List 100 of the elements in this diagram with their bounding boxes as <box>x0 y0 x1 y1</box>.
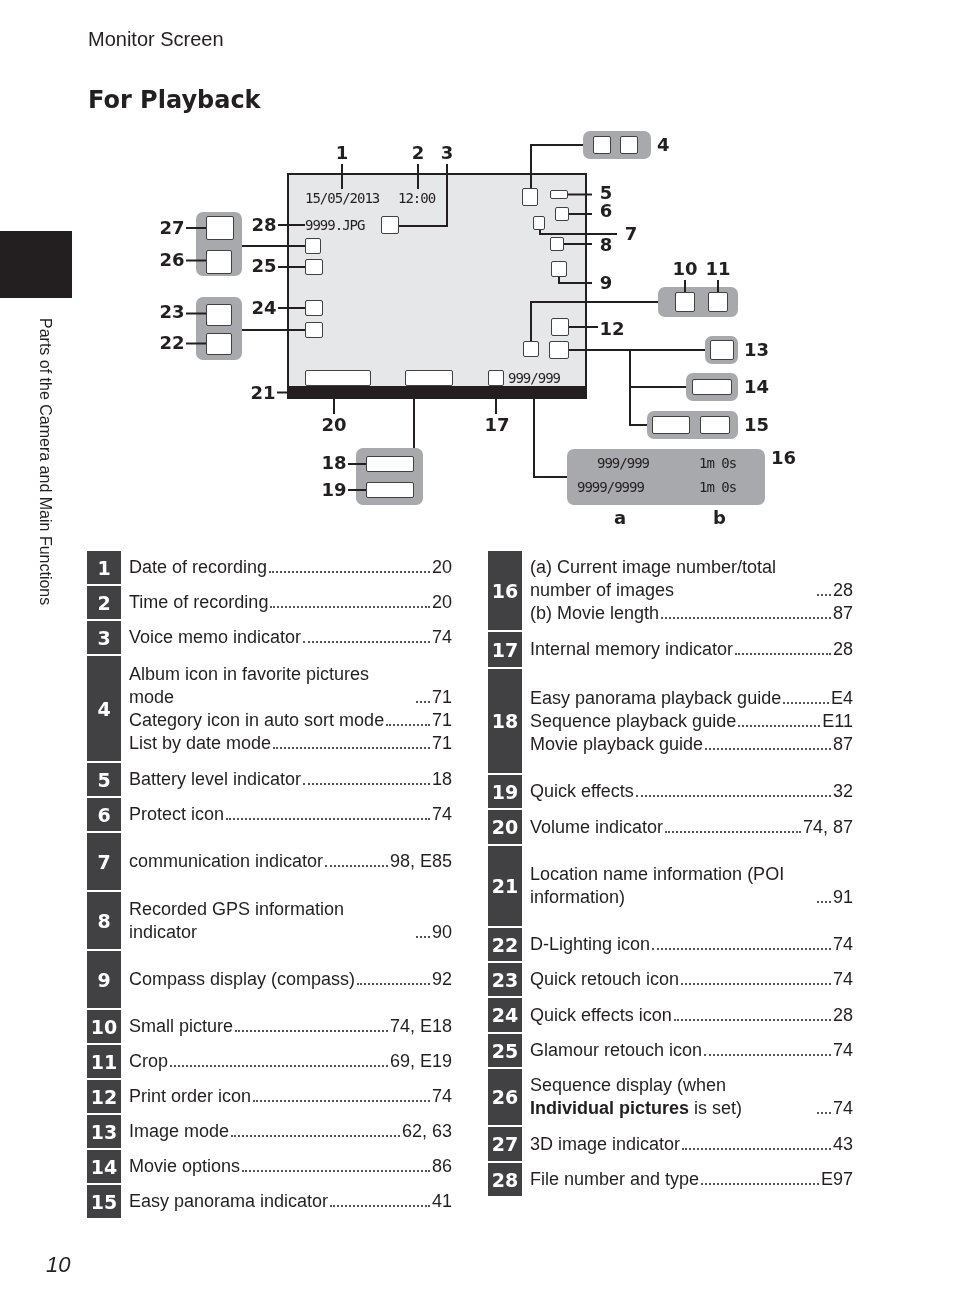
callout-letter: a <box>614 507 627 529</box>
item-description: Quick effects icon <box>530 1003 672 1027</box>
callout-number: 13 <box>744 339 770 361</box>
row-number: 10 <box>87 1010 121 1043</box>
row-number: 12 <box>87 1080 121 1113</box>
leader-line <box>530 301 659 342</box>
image-counter-text: 999/999 <box>508 369 570 387</box>
movie-length-text: 1m 0s <box>699 478 737 496</box>
item-description: Compass display (compass) <box>129 968 356 991</box>
page-reference: 91 <box>832 886 853 909</box>
d-lighting-icon <box>305 322 323 338</box>
item-description: Voice memo indicator <box>129 626 302 649</box>
page-reference: 74 <box>832 968 853 991</box>
wifi-icon <box>533 216 545 230</box>
item-description: Crop <box>129 1050 168 1073</box>
leader-line <box>563 243 593 245</box>
callout-number: 4 <box>657 134 670 156</box>
row-number: 28 <box>488 1163 522 1196</box>
leader-line <box>567 193 593 196</box>
callout-number: 8 <box>592 234 620 256</box>
small-picture-icon <box>675 292 695 312</box>
item-description: List by date mode <box>129 731 272 755</box>
leader-line <box>568 213 593 215</box>
leader-line <box>241 245 306 247</box>
item-description: Album icon in favorite pictures mode <box>129 662 371 709</box>
album-icon <box>522 188 538 206</box>
voice-memo-icon <box>381 216 399 234</box>
leader-line <box>277 224 306 226</box>
popup-panel <box>567 449 765 505</box>
ok-play-icon <box>366 456 414 472</box>
row-number: 25 <box>488 1034 522 1067</box>
protect-icon <box>555 207 569 221</box>
page-reference: 28 <box>832 579 853 602</box>
row-number: 11 <box>87 1045 121 1078</box>
running-header: Monitor Screen <box>88 28 224 51</box>
quick-effects-icon <box>305 300 323 316</box>
callout-number: 12 <box>598 318 626 340</box>
item-description: Quick effects <box>530 780 634 803</box>
3d-icon <box>206 216 234 240</box>
callout-number: 18 <box>320 452 348 474</box>
leader-line <box>530 144 584 189</box>
leader-line <box>347 489 367 491</box>
callout-number: 23 <box>158 301 186 323</box>
ok-quick-effects-icon <box>366 482 414 498</box>
page-reference: 28 <box>832 1003 853 1027</box>
page-reference: 69, E19 <box>389 1050 452 1073</box>
ok-play-icon <box>405 370 453 386</box>
quick-retouch-icon <box>206 304 232 326</box>
item-description: communication indicator <box>129 850 324 873</box>
item-description: Recorded GPS information indicator <box>129 897 346 944</box>
callout-number: 17 <box>483 414 511 436</box>
row-number: 18 <box>488 669 522 773</box>
glamour-retouch-icon <box>305 259 323 275</box>
item-description: 3D image indicator <box>530 1132 681 1156</box>
time-text: 12:00 <box>398 189 440 207</box>
row-number: 17 <box>488 632 522 667</box>
item-description: (a) Current image number/total number of images <box>530 556 778 602</box>
page-reference: 43 <box>832 1132 853 1156</box>
callout-number: 25 <box>250 255 278 277</box>
callout-number: 10 <box>671 258 699 280</box>
page-reference: E97 <box>820 1168 853 1191</box>
callout-number: 3 <box>433 142 461 164</box>
row-number: 7 <box>87 833 121 890</box>
row-number: 27 <box>488 1127 522 1161</box>
page-reference: 71 <box>431 731 452 755</box>
page-reference: 74, 87 <box>802 815 853 839</box>
callout-number: 26 <box>158 249 186 271</box>
page-reference: 41 <box>431 1190 452 1213</box>
row-number: 22 <box>488 928 522 961</box>
leader-line <box>185 312 207 315</box>
crop-icon <box>708 292 728 312</box>
row-number: 8 <box>87 892 121 949</box>
page-reference: 74 <box>832 1097 853 1120</box>
item-description: Location name information (POI information) <box>530 863 786 909</box>
callout-number: 7 <box>617 223 645 245</box>
page-reference: E4 <box>830 686 853 710</box>
leader-line <box>277 307 306 309</box>
item-description: Category icon in auto sort mode <box>129 708 385 732</box>
wide-panorama-icon <box>652 416 690 434</box>
row-number: 6 <box>87 798 121 831</box>
page-reference: 98, E85 <box>389 850 452 873</box>
item-description: Volume indicator <box>530 815 664 839</box>
item-description: Movie playback guide <box>530 732 704 756</box>
gps-icon <box>550 237 564 251</box>
leader-line <box>684 279 686 293</box>
callout-number: 9 <box>592 272 620 294</box>
row-number: 24 <box>488 998 522 1032</box>
page-reference: 71 <box>431 708 452 732</box>
file-name-text: 9999.JPG <box>305 216 375 234</box>
page-number: 10 <box>46 1252 71 1278</box>
leader-line <box>417 163 419 190</box>
leader-line <box>347 463 367 465</box>
memory-icon <box>488 370 504 386</box>
callout-number: 16 <box>771 447 797 469</box>
popup-panel <box>658 287 738 317</box>
popup-panel <box>583 131 651 159</box>
volume-icon <box>305 370 371 386</box>
callout-letter: b <box>713 507 726 529</box>
leader-line <box>717 279 719 293</box>
image-counter-text: 9999/9999 <box>577 478 644 496</box>
